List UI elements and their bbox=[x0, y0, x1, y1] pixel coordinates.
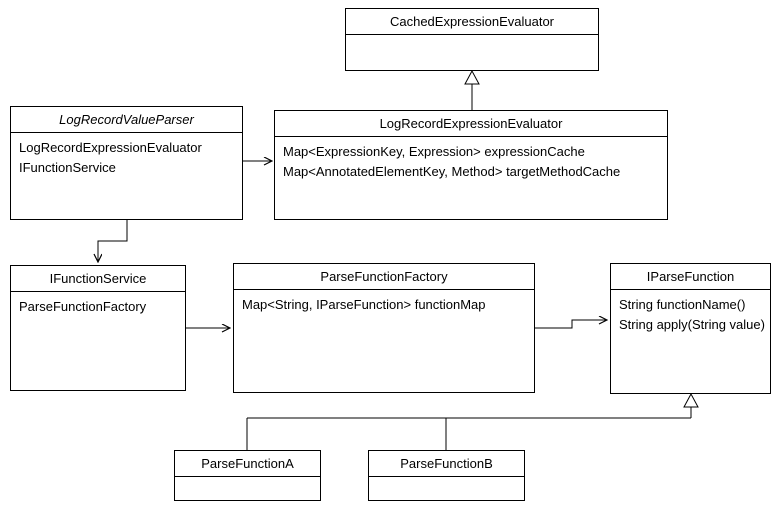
class-title-log-record-expression-evaluator: LogRecordExpressionEvaluator bbox=[275, 111, 667, 137]
class-attribute: String apply(String value) bbox=[619, 317, 765, 332]
class-title-ifunction-service: IFunctionService bbox=[11, 266, 185, 292]
class-attributes-log-record-expression-evaluator: Map<ExpressionKey, Expression> expressio… bbox=[275, 137, 667, 182]
class-title-log-record-value-parser: LogRecordValueParser bbox=[11, 107, 242, 133]
class-box-ifunction-service[interactable]: IFunctionService ParseFunctionFactory bbox=[10, 265, 186, 391]
class-box-log-record-expression-evaluator[interactable]: LogRecordExpressionEvaluator Map<Express… bbox=[274, 110, 668, 220]
edge-evaluator-extends-cached bbox=[464, 69, 480, 110]
class-title-parse-function-factory: ParseFunctionFactory bbox=[234, 264, 534, 290]
class-box-log-record-value-parser[interactable]: LogRecordValueParser LogRecordExpression… bbox=[10, 106, 243, 220]
class-attributes-log-record-value-parser: LogRecordExpressionEvaluator IFunctionSe… bbox=[11, 133, 242, 178]
class-attribute: ParseFunctionFactory bbox=[19, 299, 147, 314]
class-attributes-parse-function-factory: Map<String, IParseFunction> functionMap bbox=[234, 290, 534, 315]
class-attributes-iparse-function: String functionName() String apply(Strin… bbox=[611, 290, 770, 335]
class-attributes-parse-function-a bbox=[175, 477, 320, 482]
class-title-iparse-function: IParseFunction bbox=[611, 264, 770, 290]
edge-factory-uses-parsefunction bbox=[535, 320, 607, 329]
class-attributes-cached-expression-evaluator bbox=[346, 35, 598, 40]
edge-implementations-to-parsefunction bbox=[246, 392, 699, 450]
class-title-parse-function-a: ParseFunctionA bbox=[175, 451, 320, 477]
class-title-cached-expression-evaluator: CachedExpressionEvaluator bbox=[346, 9, 598, 35]
class-box-cached-expression-evaluator[interactable]: CachedExpressionEvaluator bbox=[345, 8, 599, 71]
class-title-parse-function-b: ParseFunctionB bbox=[369, 451, 524, 477]
class-attribute: IFunctionService bbox=[19, 160, 116, 175]
class-attribute: Map<AnnotatedElementKey, Method> targetM… bbox=[283, 164, 621, 179]
class-box-iparse-function[interactable]: IParseFunction String functionName() Str… bbox=[610, 263, 771, 394]
edge-parser-uses-functionservice bbox=[98, 220, 128, 262]
class-box-parse-function-a[interactable]: ParseFunctionA bbox=[174, 450, 321, 501]
class-attributes-parse-function-b bbox=[369, 477, 524, 482]
class-attributes-ifunction-service: ParseFunctionFactory bbox=[11, 292, 185, 317]
class-attribute: Map<ExpressionKey, Expression> expressio… bbox=[283, 144, 585, 159]
class-box-parse-function-b[interactable]: ParseFunctionB bbox=[368, 450, 525, 501]
class-attribute: Map<String, IParseFunction> functionMap bbox=[242, 297, 486, 312]
class-attribute: String functionName() bbox=[619, 297, 746, 312]
class-box-parse-function-factory[interactable]: ParseFunctionFactory Map<String, IParseF… bbox=[233, 263, 535, 393]
class-attribute: LogRecordExpressionEvaluator bbox=[19, 140, 202, 155]
